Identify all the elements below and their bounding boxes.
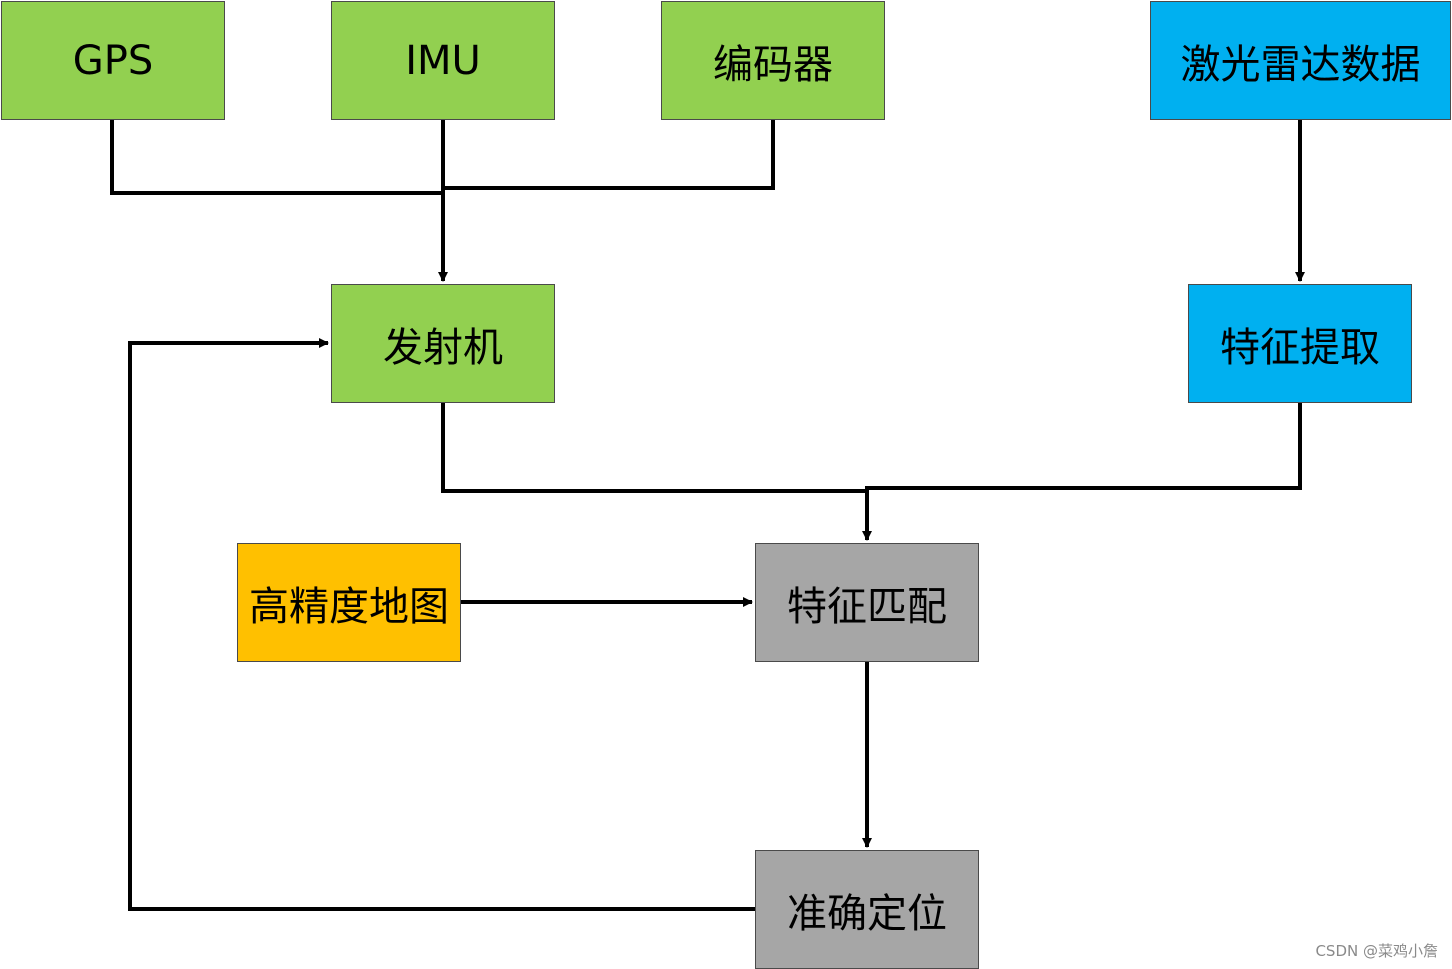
edge-gps-to-emitter — [110, 118, 443, 195]
edge-extract-to-match — [862, 401, 1302, 541]
node-feature-matching: 特征匹配 — [755, 543, 979, 662]
node-emitter: 发射机 — [331, 284, 555, 403]
node-imu: IMU — [331, 1, 555, 120]
edge-encoder-to-emitter — [443, 118, 775, 190]
watermark-text: CSDN @菜鸡小詹 — [1315, 942, 1438, 960]
node-precise-localization: 准确定位 — [755, 850, 979, 969]
node-hd-map: 高精度地图 — [237, 543, 461, 662]
node-lidar-data: 激光雷达数据 — [1150, 1, 1451, 120]
node-gps: GPS — [1, 1, 225, 120]
edge-emitter-to-match — [441, 401, 867, 493]
node-feature-extraction: 特征提取 — [1188, 284, 1412, 403]
node-encoder: 编码器 — [661, 1, 885, 120]
